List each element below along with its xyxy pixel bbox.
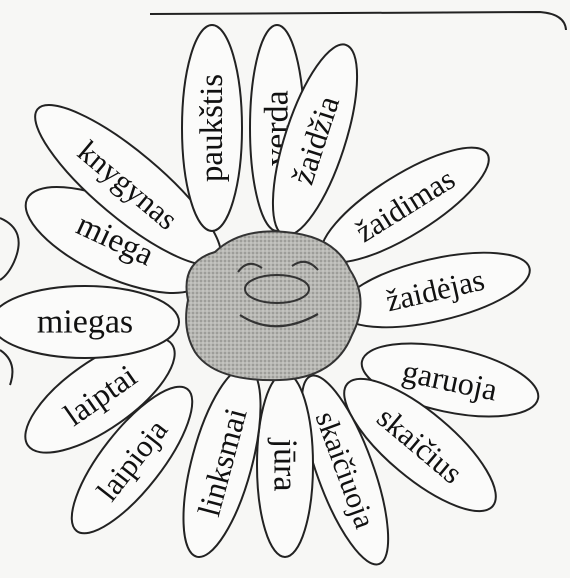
center-disk [186, 231, 360, 380]
left-partial-shape-1 [0, 218, 19, 280]
petal-word-paukstis: paukštis [194, 74, 230, 182]
petal-miegas: miegas [0, 286, 179, 358]
petal-paukstis: paukštis [182, 25, 242, 231]
petal-jura: jūra [257, 373, 313, 557]
left-partial-shape-2 [0, 350, 12, 385]
petal-word-miegas: miegas [37, 304, 133, 341]
flower-center [186, 231, 360, 380]
petal-word-jura: jūra [267, 438, 304, 492]
